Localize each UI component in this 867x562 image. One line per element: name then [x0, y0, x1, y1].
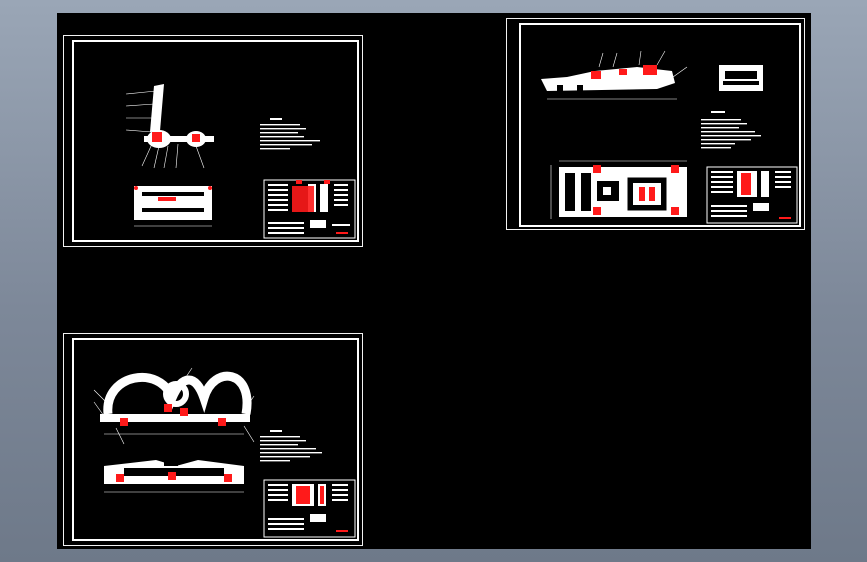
seat-back-shape — [150, 84, 164, 132]
drawing-sheet-3[interactable] — [63, 333, 363, 546]
sheet-1-border — [72, 40, 359, 242]
drawing-sheet-1[interactable] — [63, 35, 363, 247]
markup-1 — [152, 132, 162, 142]
sheet-3-border — [72, 338, 359, 541]
drawing-viewport[interactable] — [57, 13, 811, 549]
sheet-2-border — [519, 23, 801, 227]
sheet-3-drawing — [93, 367, 356, 538]
sheet-1-drawing — [125, 84, 356, 239]
sheet-2-drawing — [541, 50, 798, 224]
drawing-sheet-2[interactable] — [506, 18, 805, 230]
